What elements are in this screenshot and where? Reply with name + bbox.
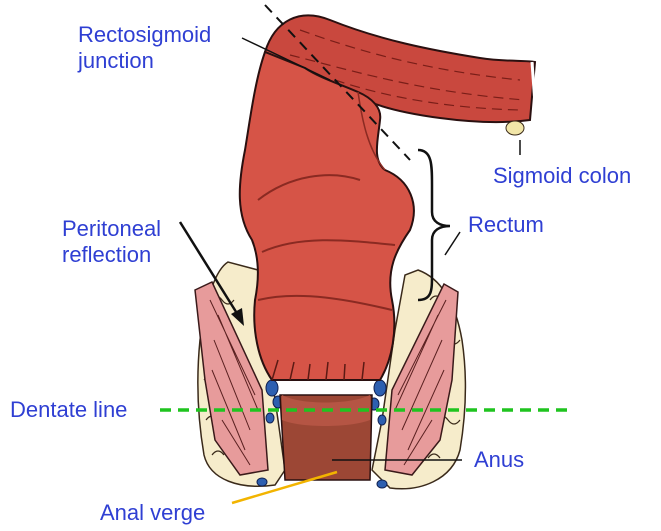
rectosigmoid-label-line1: Rectosigmoid	[78, 22, 211, 48]
peritoneal-reflection-label: Peritoneal reflection	[62, 216, 161, 268]
peritoneal-label-line2: reflection	[62, 242, 161, 268]
rectum-leader	[445, 232, 460, 255]
rectosigmoid-junction-label: Rectosigmoid junction	[78, 22, 211, 74]
anal-canal	[280, 395, 372, 480]
peritoneal-label-line1: Peritoneal	[62, 216, 161, 242]
anal-verge-label: Anal verge	[100, 500, 205, 526]
sigmoid-colon-label: Sigmoid colon	[493, 163, 631, 189]
dentate-line-label: Dentate line	[10, 397, 127, 423]
rectum-label: Rectum	[468, 212, 544, 238]
rectosigmoid-label-line2: junction	[78, 48, 211, 74]
anus-label: Anus	[474, 447, 524, 473]
